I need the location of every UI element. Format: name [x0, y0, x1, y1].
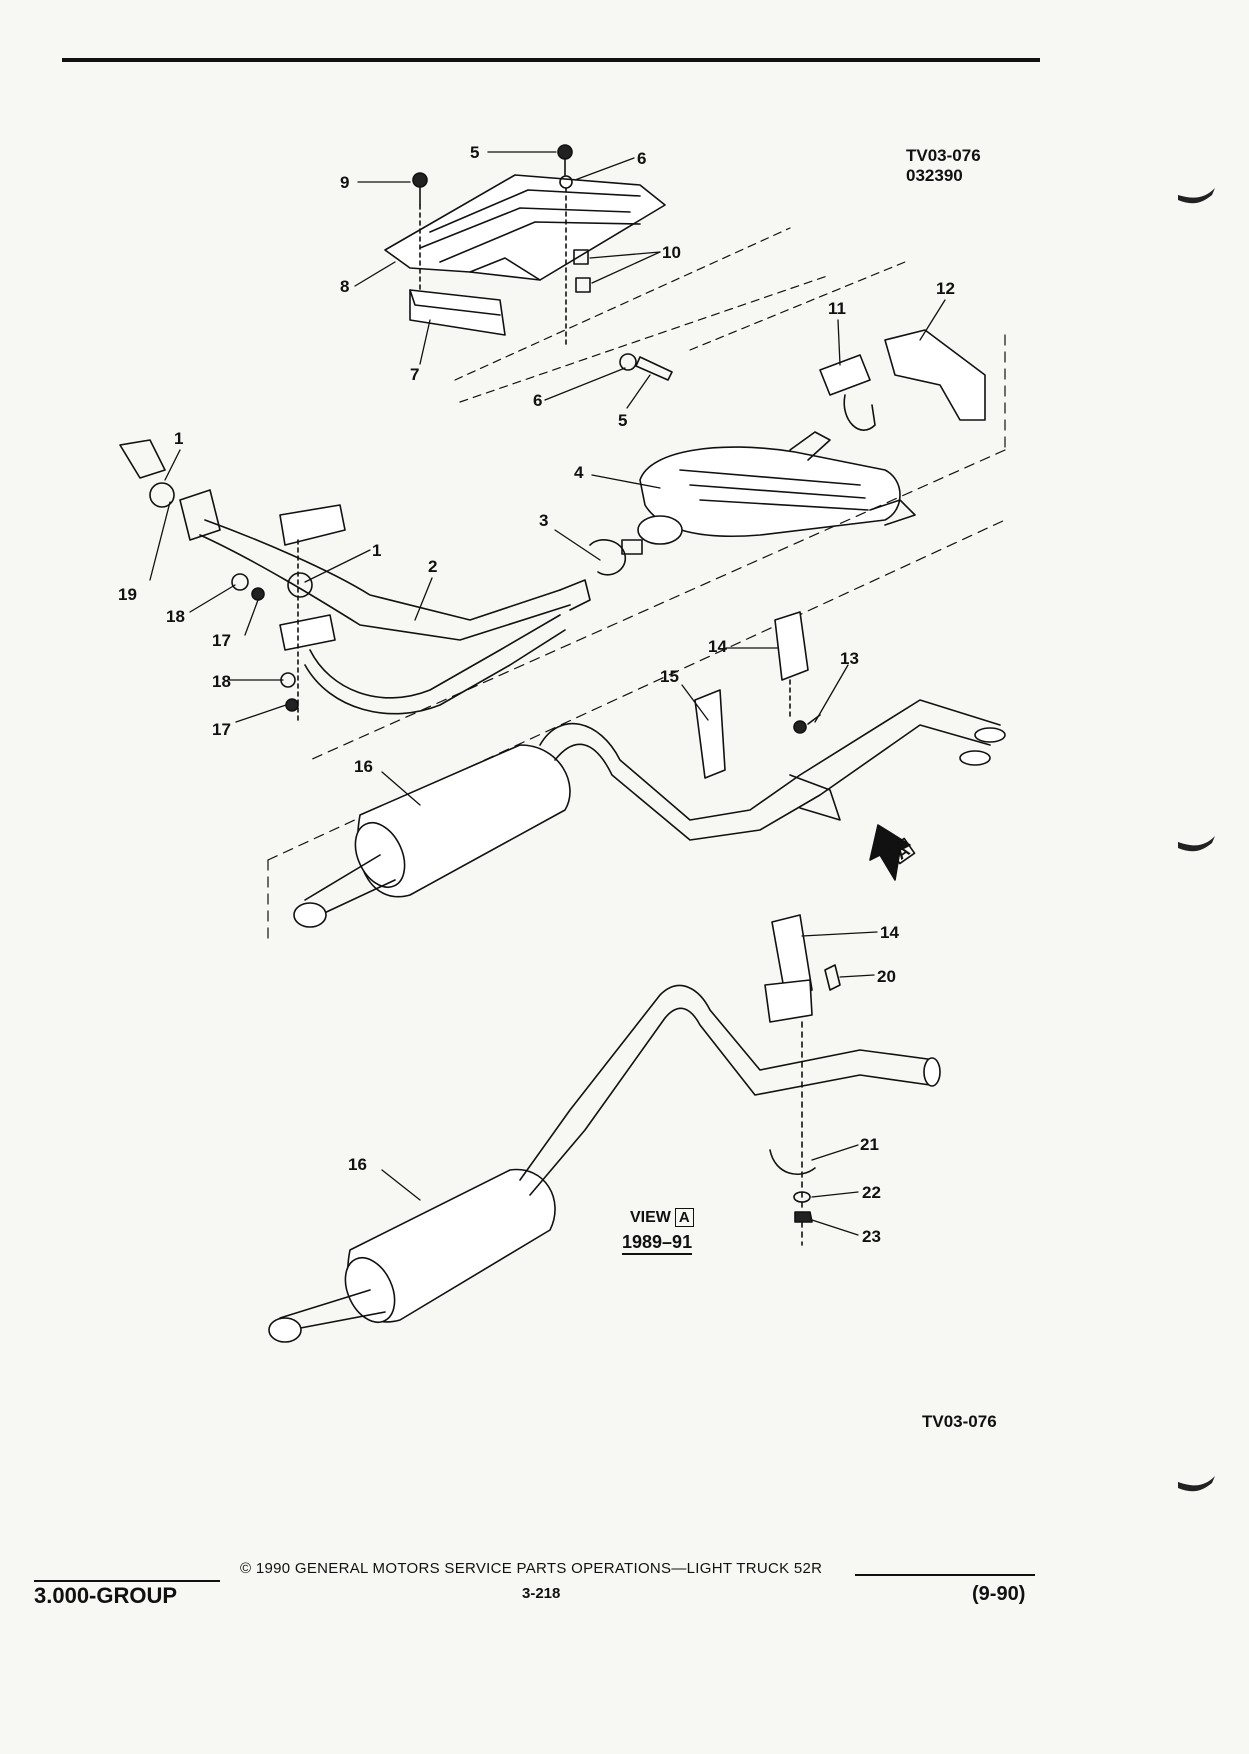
- callout-6-top: 6: [637, 149, 646, 168]
- revision-date: (9-90): [972, 1583, 1026, 1605]
- callout-18-top: 18: [166, 607, 185, 626]
- callout-21: 21: [860, 1135, 879, 1154]
- muffler-assembly-upper: [293, 699, 1006, 928]
- callout-5-top: 5: [470, 143, 479, 162]
- callout-8: 8: [340, 277, 349, 296]
- callout-11: 11: [828, 299, 846, 318]
- callout-19: 19: [118, 585, 137, 604]
- fasteners-top: [412, 144, 673, 381]
- callout-1-right: 1: [372, 541, 381, 560]
- view-letter: A: [674, 1208, 694, 1227]
- callout-17-top: 17: [212, 631, 231, 650]
- callout-20: 20: [877, 967, 896, 986]
- callout-17-bottom: 17: [212, 720, 231, 739]
- callout-22: 22: [862, 1183, 881, 1202]
- callout-10: 10: [662, 243, 681, 262]
- callout-15: 15: [660, 667, 679, 686]
- callout-23: 23: [862, 1227, 881, 1246]
- top-rule: [62, 58, 1040, 62]
- callout-6-bottom: 6: [533, 391, 542, 410]
- callout-18-bottom: 18: [212, 672, 231, 691]
- callout-2: 2: [428, 557, 437, 576]
- muffler-assembly-lower: [268, 984, 941, 1343]
- clamp-and-hangers: [589, 329, 986, 576]
- heat-shield-bracket: [409, 289, 506, 336]
- page-number: 3-218: [522, 1585, 561, 1602]
- callout-13: 13: [840, 649, 859, 668]
- footer-rule-left: [34, 1580, 220, 1582]
- group-number: 3.000-GROUP: [34, 1583, 178, 1608]
- footer-diagram-code: TV03-076: [922, 1412, 997, 1431]
- callout-7: 7: [410, 365, 419, 384]
- callout-14-bottom: 14: [880, 923, 899, 942]
- exhaust-envelope: [267, 334, 1006, 946]
- callout-12: 12: [936, 279, 955, 298]
- diagram-date-code: 032390: [906, 166, 963, 185]
- callout-3: 3: [539, 511, 548, 530]
- view-prefix: VIEW: [630, 1209, 671, 1226]
- frame-rail: [454, 227, 906, 403]
- callout-16-bottom: 16: [348, 1155, 367, 1174]
- view-year-range: 1989–91: [622, 1232, 693, 1255]
- callout-16-top: 16: [354, 757, 373, 776]
- callout-4: 4: [574, 463, 584, 482]
- diagram-code: TV03-076: [906, 146, 981, 165]
- callout-1-left: 1: [174, 429, 183, 448]
- callout-numbers: 5 6 9 10 8 7 6 5 11 12 1 4 3 1 2 19 18 1…: [118, 143, 955, 1246]
- view-arrow: [869, 824, 916, 881]
- callout-14-top: 14: [708, 637, 727, 656]
- callout-5-bottom: 5: [618, 411, 627, 430]
- footer-rule-right: [855, 1574, 1035, 1576]
- copyright-line: © 1990 GENERAL MOTORS SERVICE PARTS OPER…: [240, 1560, 823, 1577]
- catalytic-converter: [637, 431, 916, 545]
- front-exhaust-pipe: [119, 439, 591, 721]
- heat-shield: [384, 174, 666, 281]
- binding-marks: [1178, 188, 1215, 1492]
- callout-leaders: [149, 151, 946, 1236]
- callout-9: 9: [340, 173, 349, 192]
